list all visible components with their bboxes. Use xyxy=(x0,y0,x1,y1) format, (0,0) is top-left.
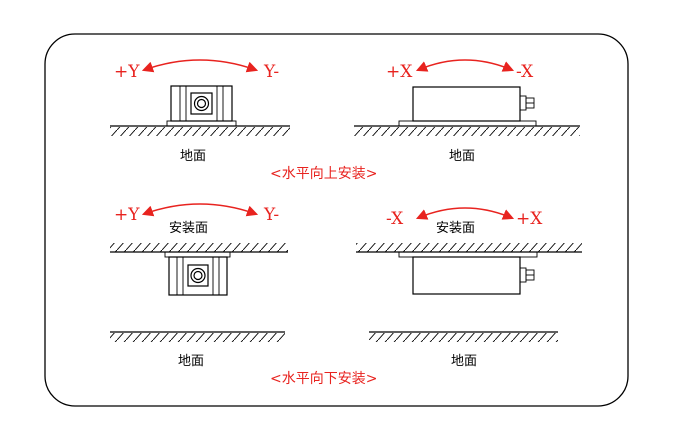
label-left: +Y xyxy=(114,205,140,225)
sensor-end-view xyxy=(164,251,231,296)
ground-hatch xyxy=(110,127,290,136)
ground-label: 地面 xyxy=(449,149,475,164)
mount-hatch xyxy=(110,243,288,252)
ground-hatch xyxy=(110,333,285,342)
ground-hatch xyxy=(354,127,580,136)
label-right: Y- xyxy=(263,205,279,225)
ground-label: 地面 xyxy=(178,354,204,369)
sensor-end-view xyxy=(166,85,237,127)
ground-label: 地面 xyxy=(180,149,206,164)
caption-upward: <水平向上安装> xyxy=(270,166,377,182)
label-right: Y- xyxy=(263,62,279,82)
sensor-side-view xyxy=(398,86,537,127)
panel-top-left: +Y Y- 地面 xyxy=(110,59,290,164)
label-left: +Y xyxy=(114,62,140,82)
label-right: +X xyxy=(516,209,543,229)
label-left: -X xyxy=(386,209,404,229)
label-right: -X xyxy=(516,62,534,82)
panel-bottom-left: +Y Y- 安装面 地面 xyxy=(110,203,288,369)
panel-bottom-right: -X +X 安装面 地面 xyxy=(356,207,582,369)
mount-label: 安装面 xyxy=(436,221,475,236)
caption-downward: <水平向下安装> xyxy=(270,371,377,387)
mount-label: 安装面 xyxy=(169,221,208,236)
sensor-side-view xyxy=(398,251,538,295)
rotation-arrow xyxy=(141,203,259,217)
ground-label: 地面 xyxy=(451,354,477,369)
rotation-arrow xyxy=(415,207,515,220)
ground-hatch xyxy=(369,333,558,342)
mount-hatch xyxy=(356,243,582,252)
label-left: +X xyxy=(386,62,413,82)
panel-top-right: +X -X 地面 xyxy=(354,59,580,164)
rotation-arrow xyxy=(415,59,515,72)
rotation-arrow xyxy=(141,59,259,73)
